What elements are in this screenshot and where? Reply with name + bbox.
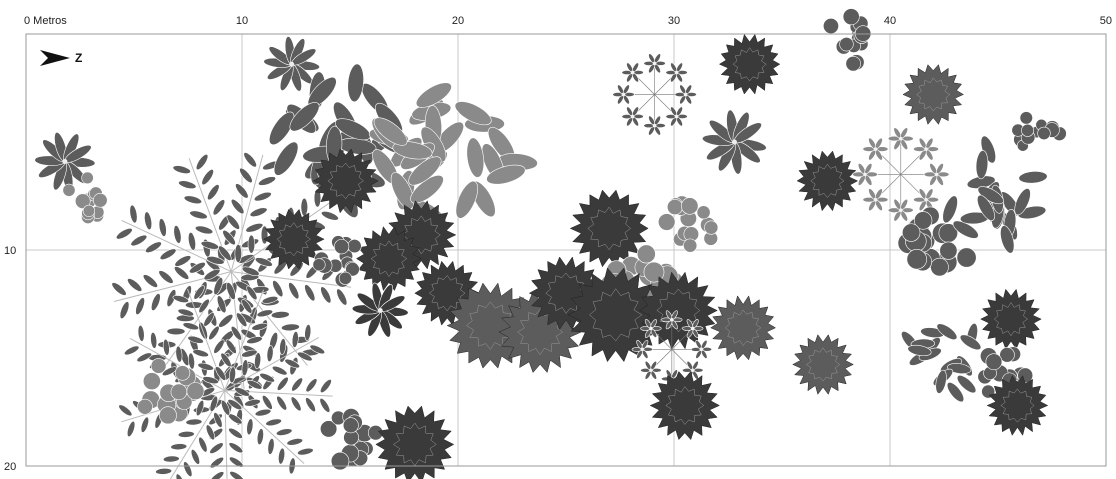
north-indicator: Z bbox=[40, 50, 82, 66]
plant-canopy bbox=[569, 189, 649, 268]
plant-canopy bbox=[111, 152, 352, 392]
plant-canopy bbox=[34, 132, 96, 192]
x-tick-label: 0 Metros bbox=[24, 15, 67, 27]
plant-canopy bbox=[897, 206, 977, 277]
plant-canopy bbox=[942, 135, 1048, 254]
plant-canopy bbox=[263, 208, 325, 270]
plant-canopy bbox=[718, 33, 781, 95]
plant-canopy bbox=[796, 150, 859, 212]
north-arrow-icon bbox=[40, 50, 70, 66]
y-tick-label: 10 bbox=[4, 245, 16, 257]
plant-canopy bbox=[852, 127, 950, 222]
plant-canopy bbox=[792, 334, 854, 395]
plant-canopy bbox=[137, 358, 205, 425]
plant-canopy bbox=[1011, 111, 1067, 152]
plant-canopy bbox=[901, 323, 982, 403]
plant-canopy bbox=[980, 288, 1042, 350]
plant-canopy bbox=[822, 8, 872, 72]
y-tick-label: 20 bbox=[4, 461, 16, 473]
x-tick-label: 50 bbox=[1100, 15, 1112, 27]
scale-labels: 0 Metros 10 20 30 40 50 10 20 bbox=[4, 15, 1112, 473]
north-label: Z bbox=[75, 51, 82, 65]
plant-canopy bbox=[902, 64, 964, 125]
plant-canopy bbox=[312, 235, 362, 288]
plant-canopy bbox=[658, 195, 719, 253]
x-tick-label: 40 bbox=[884, 15, 896, 27]
plant-canopy bbox=[612, 53, 697, 136]
plan-frame bbox=[25, 33, 1107, 467]
x-tick-label: 10 bbox=[236, 15, 248, 27]
plant-canopy bbox=[375, 405, 455, 479]
x-tick-label: 20 bbox=[452, 15, 464, 27]
plant-canopy bbox=[986, 375, 1049, 436]
plant-canopy bbox=[368, 82, 538, 228]
plant-canopy bbox=[631, 310, 713, 389]
plant-canopy bbox=[702, 109, 767, 175]
plant-canopy bbox=[356, 226, 422, 292]
plant-canopy bbox=[649, 370, 720, 441]
plant-canopy bbox=[351, 282, 409, 338]
plant-canopy bbox=[62, 171, 108, 224]
plant-canopy bbox=[312, 148, 379, 214]
plant-canopy bbox=[320, 408, 384, 471]
plant-canopies bbox=[34, 8, 1067, 479]
x-tick-label: 30 bbox=[668, 15, 680, 27]
plant-canopy bbox=[263, 36, 320, 92]
plant-canopy bbox=[710, 295, 777, 361]
